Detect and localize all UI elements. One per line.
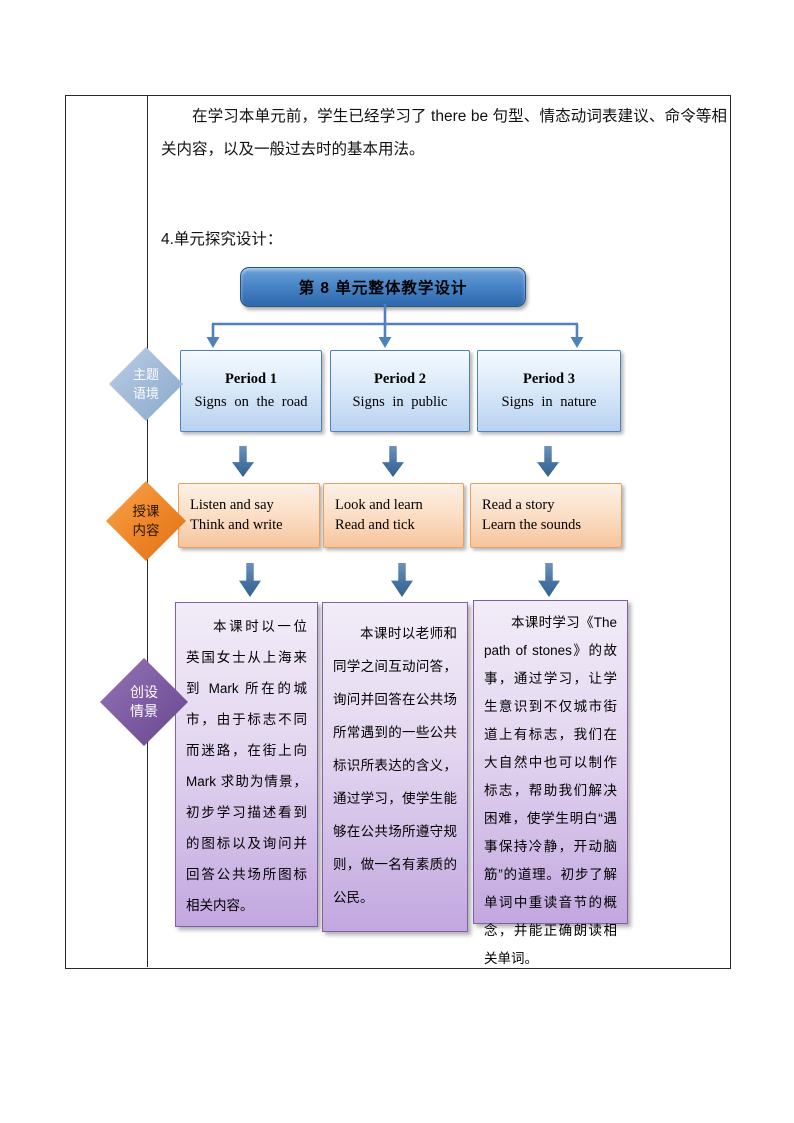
activity-line: Think and write (190, 517, 283, 533)
period-title: Period 3 (523, 371, 575, 387)
period-3-box: Period 3 Signs in nature (477, 350, 621, 432)
diamond-label-line: 创设 (130, 684, 158, 700)
diamond-label-line: 内容 (132, 523, 160, 538)
activity-line: Learn the sounds (482, 517, 582, 533)
table-border (65, 95, 731, 969)
period-subtitle: Signs in public (352, 394, 448, 410)
description-text: 本课时以一位英国女士从上海来到 Mark 所在的城市，由于标志不同而迷路，在街上… (186, 619, 307, 913)
activity-line: Look and learn (335, 497, 423, 513)
description-box-3: 本课时学习《The path of stones》的故事，通过学习，让学生意识到… (473, 600, 628, 966)
section-label: 4.单元探究设计： (161, 231, 283, 248)
period-2-box: Period 2 Signs in public (330, 350, 470, 432)
description-text: 本课时学习《The path of stones》的故事，通过学习，让学生意识到… (484, 615, 617, 966)
activity-box-1: Listen and say Think and write (178, 483, 320, 548)
period-title: Period 2 (374, 371, 426, 387)
intro-paragraph: 在学习本单元前，学生已经学习了 there be 句型、情态动词表建议、命令等相… (161, 108, 727, 158)
activity-box-2: Look and learn Read and tick (323, 483, 464, 548)
stage-diamond-label: 授课 内容 (133, 502, 160, 540)
period-title: Period 1 (225, 371, 277, 387)
activity-line: Read a story (482, 497, 555, 513)
activity-box-3: Read a story Learn the sounds (470, 483, 622, 548)
description-box-1: 本课时以一位英国女士从上海来到 Mark 所在的城市，由于标志不同而迷路，在街上… (175, 602, 318, 927)
diamond-label-line: 授课 (132, 504, 160, 519)
activity-line: Listen and say (190, 497, 274, 513)
flowchart-title-box: 第 8 单元整体教学设计 (240, 267, 526, 307)
diamond-label-line: 主题 (132, 367, 159, 382)
flowchart-title: 第 8 单元整体教学设计 (298, 280, 468, 297)
branch-connector (206, 304, 584, 348)
period-1-box: Period 1 Signs on the road (180, 350, 322, 432)
period-subtitle: Signs in nature (501, 394, 597, 410)
stage-diamond-label: 主题 语境 (133, 365, 159, 403)
diamond-label-line: 情景 (130, 703, 158, 719)
description-text: 本课时以老师和同学之间互动问答，询问并回答在公共场所常遇到的一些公共标识所表达的… (333, 626, 457, 905)
stage-diamond-label: 创设 情景 (130, 683, 158, 721)
diamond-label-line: 语境 (132, 386, 159, 401)
description-box-2: 本课时以老师和同学之间互动问答，询问并回答在公共场所常遇到的一些公共标识所表达的… (322, 602, 468, 932)
period-subtitle: Signs on the road (194, 394, 308, 410)
activity-line: Read and tick (335, 517, 415, 533)
